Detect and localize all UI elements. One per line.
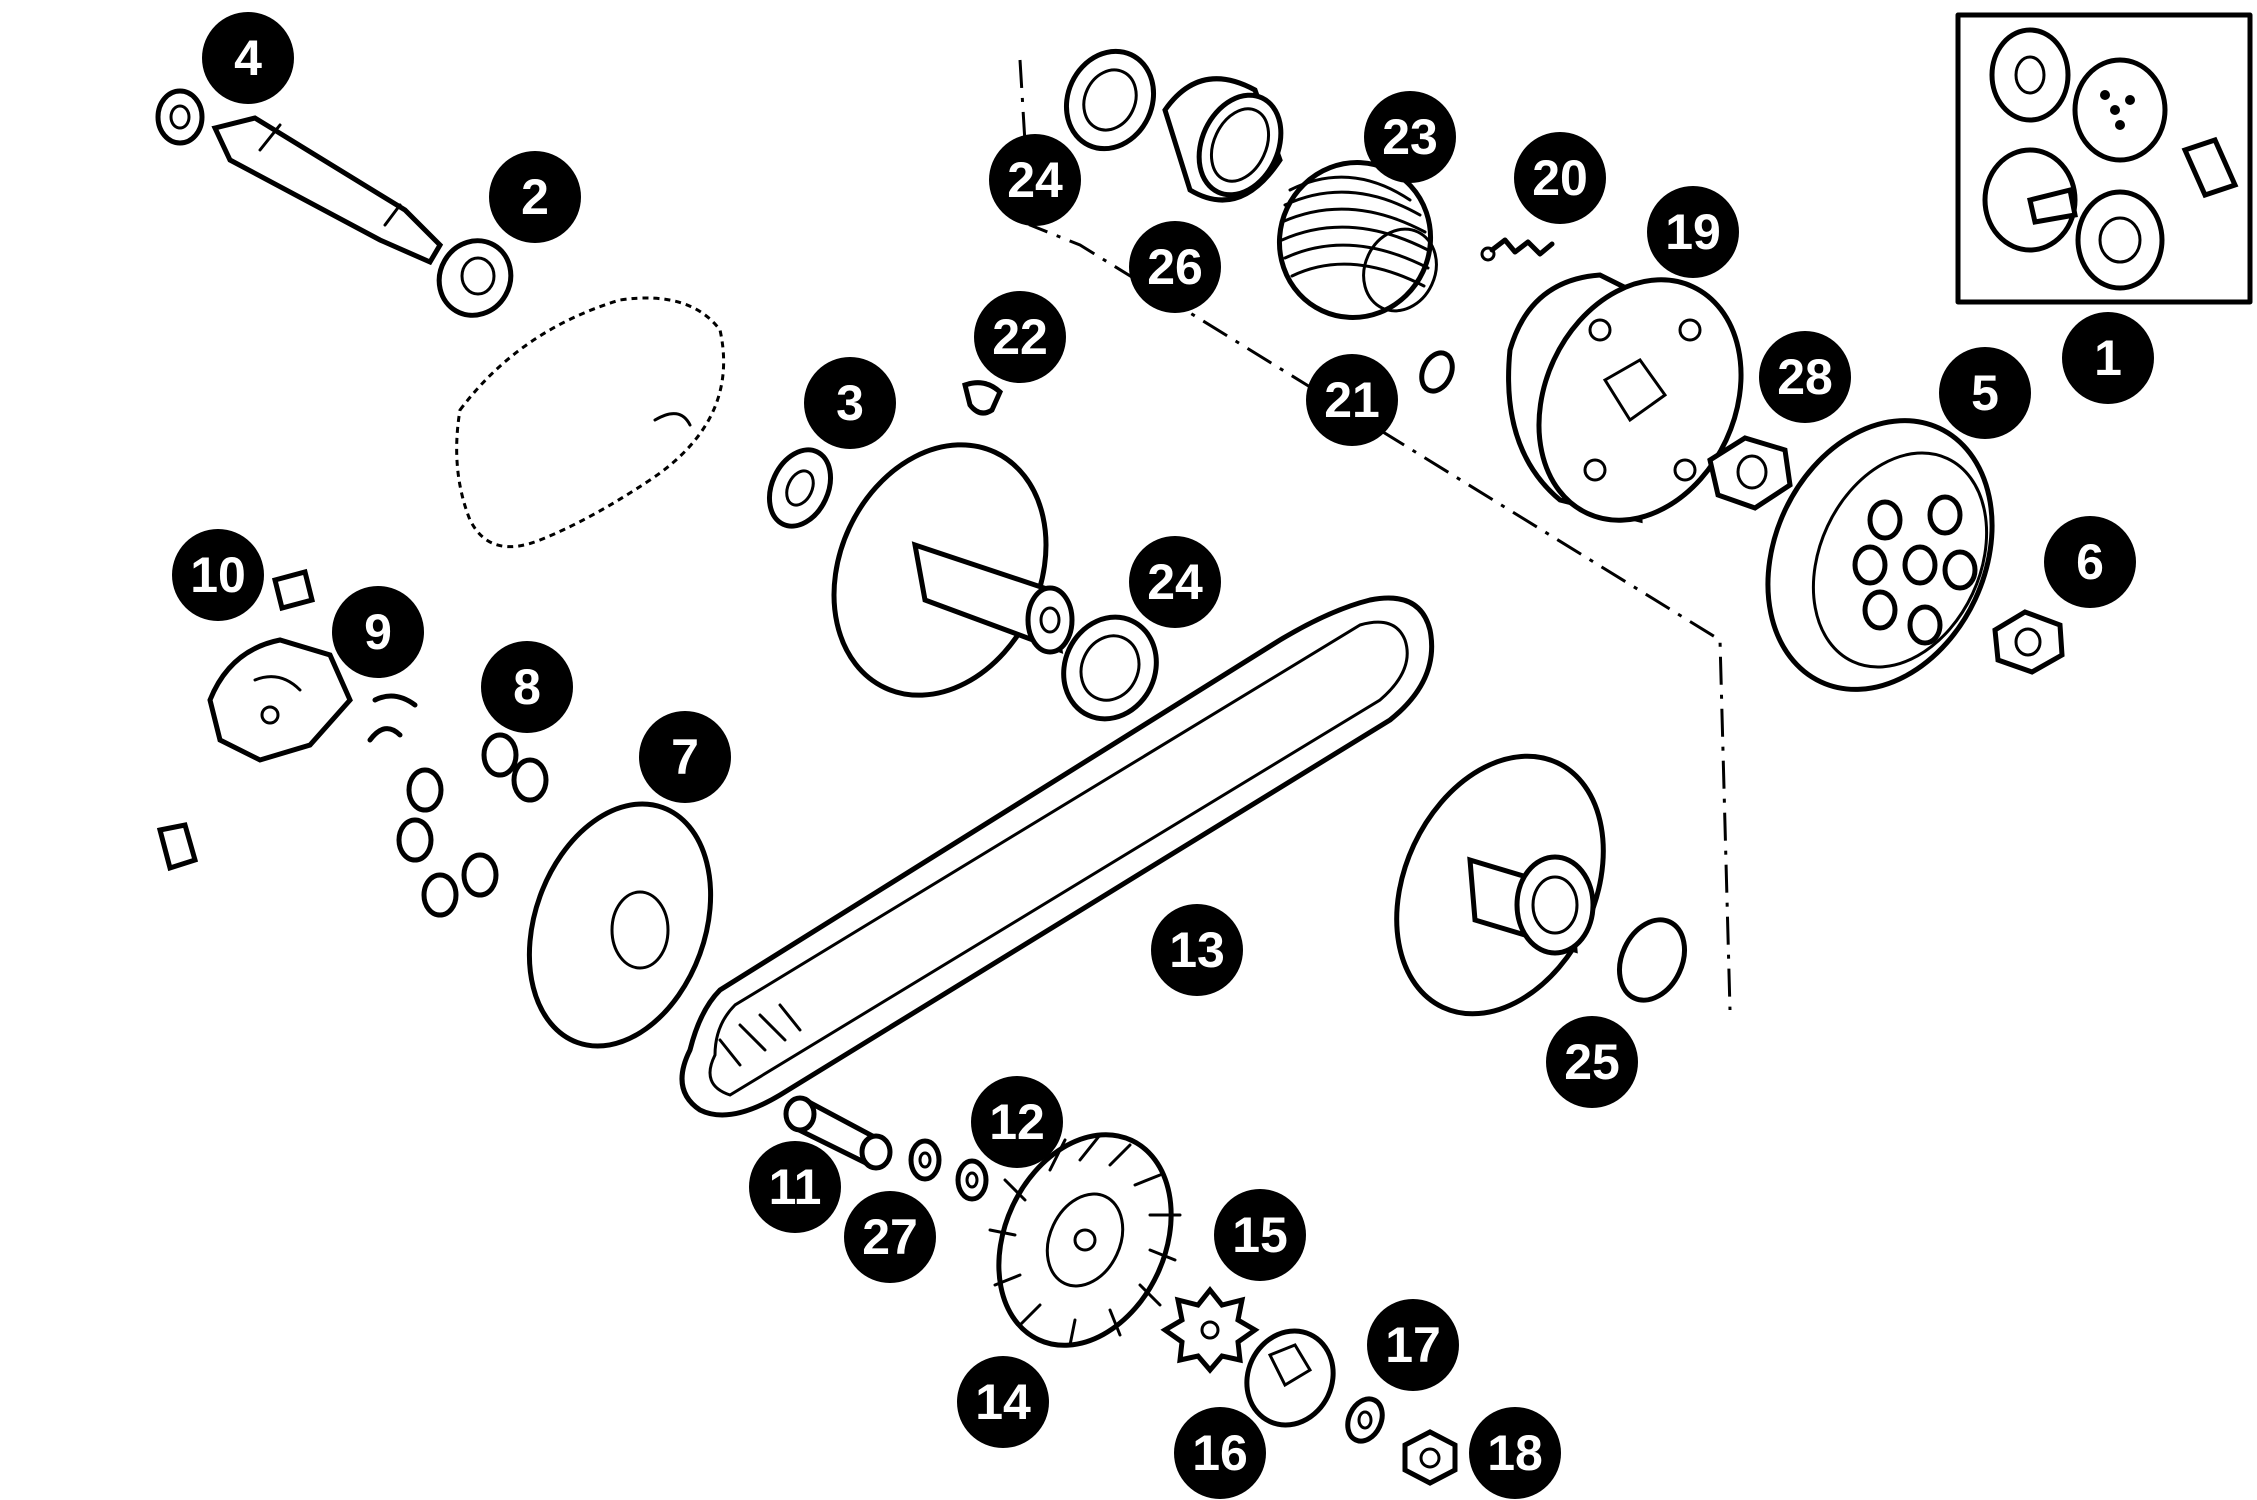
part-27-washer	[908, 1138, 942, 1182]
callout-21: 21	[1306, 354, 1398, 446]
svg-text:11: 11	[769, 1159, 822, 1215]
svg-text:12: 12	[989, 1094, 1045, 1150]
part-11-bushing	[783, 1095, 893, 1171]
svg-text:17: 17	[1385, 1317, 1441, 1373]
callout-11: 11	[749, 1141, 841, 1233]
svg-text:9: 9	[364, 604, 392, 660]
callout-4: 4	[202, 12, 294, 104]
callout-8: 8	[481, 641, 573, 733]
callout-26: 26	[1129, 221, 1221, 313]
svg-text:16: 16	[1192, 1425, 1248, 1481]
part-20-shoe-spring	[1480, 237, 1555, 262]
part-8-rollers	[396, 732, 549, 918]
svg-text:4: 4	[234, 30, 262, 86]
part-24-seal-upper	[1063, 48, 1157, 152]
callout-18: 18	[1469, 1407, 1561, 1499]
callout-27: 27	[844, 1191, 936, 1283]
callout-19: 19	[1647, 186, 1739, 278]
rag-cloth	[455, 296, 726, 549]
callout-23: 23	[1364, 91, 1456, 183]
callout-10: 10	[172, 529, 264, 621]
svg-text:22: 22	[992, 309, 1048, 365]
part-6-nut	[1992, 609, 2065, 675]
svg-text:13: 13	[1169, 922, 1225, 978]
svg-text:2: 2	[521, 169, 549, 225]
part-4-bearing	[155, 88, 205, 146]
svg-text:15: 15	[1232, 1207, 1288, 1263]
callout-24-lower: 24	[1129, 536, 1221, 628]
callout-17: 17	[1367, 1299, 1459, 1391]
part-26-sleeve	[1162, 76, 1284, 203]
svg-text:24: 24	[1147, 554, 1203, 610]
callout-22: 22	[974, 291, 1066, 383]
part-1-inset-kit	[1955, 12, 2253, 305]
callout-25: 25	[1546, 1016, 1638, 1108]
callout-2: 2	[489, 151, 581, 243]
callout-1: 1	[2062, 312, 2154, 404]
svg-text:7: 7	[671, 729, 699, 785]
part-18-nut	[1402, 1429, 1458, 1486]
svg-text:5: 5	[1971, 365, 1999, 421]
part-10-slider-lower	[156, 822, 199, 872]
part-15-star-washer	[1160, 1285, 1260, 1374]
part-19-clutch-assembly	[1506, 272, 1744, 524]
callout-28: 28	[1759, 331, 1851, 423]
svg-text:6: 6	[2076, 534, 2104, 590]
svg-text:26: 26	[1147, 239, 1203, 295]
callout-15: 15	[1214, 1189, 1306, 1281]
svg-text:14: 14	[975, 1374, 1031, 1430]
svg-text:20: 20	[1532, 150, 1588, 206]
svg-text:10: 10	[190, 547, 246, 603]
svg-text:8: 8	[513, 659, 541, 715]
svg-text:1: 1	[2094, 330, 2122, 386]
svg-text:23: 23	[1382, 109, 1438, 165]
svg-text:21: 21	[1324, 372, 1380, 428]
part-2-bearing	[436, 238, 514, 318]
part-9-ramp-plate	[207, 637, 418, 763]
part-21-o-ring	[1419, 350, 1455, 394]
part-22-plug	[962, 380, 1004, 416]
part-7-movable-pulley	[526, 801, 714, 1049]
part-28-nut	[1707, 435, 1793, 511]
callout-20: 20	[1514, 132, 1606, 224]
callout-7: 7	[639, 711, 731, 803]
fixed-drive-pulley	[831, 442, 1075, 698]
callout-6: 6	[2044, 516, 2136, 608]
part-14-fan-flywheel	[988, 1132, 1182, 1348]
svg-text:24: 24	[1007, 152, 1063, 208]
svg-text:19: 19	[1665, 204, 1721, 260]
callout-12: 12	[971, 1076, 1063, 1168]
part-16-cup	[1244, 1328, 1336, 1428]
svg-text:3: 3	[836, 375, 864, 431]
part-24-seal-lower	[1061, 614, 1159, 722]
svg-text:28: 28	[1777, 349, 1833, 405]
callout-16: 16	[1174, 1407, 1266, 1499]
callout-3: 3	[804, 357, 896, 449]
svg-text:25: 25	[1564, 1034, 1620, 1090]
callout-14: 14	[957, 1356, 1049, 1448]
svg-text:27: 27	[862, 1209, 918, 1265]
part-12-washer	[955, 1158, 989, 1202]
callout-13: 13	[1151, 904, 1243, 996]
part-13-drive-belt	[679, 595, 1435, 1118]
callout-24-upper: 24	[989, 134, 1081, 226]
part-25-driven-pulley	[1394, 753, 1687, 1017]
callout-9: 9	[332, 586, 424, 678]
part-5-clutch-bell	[1765, 418, 1995, 692]
assembly-guide-line	[1018, 59, 1732, 1011]
part-17-washer	[1345, 1396, 1385, 1444]
drive-shaft	[211, 115, 444, 266]
callout-5: 5	[1939, 347, 2031, 439]
part-3-washer	[767, 447, 833, 529]
svg-text:18: 18	[1487, 1425, 1543, 1481]
part-10-slider	[271, 568, 316, 612]
